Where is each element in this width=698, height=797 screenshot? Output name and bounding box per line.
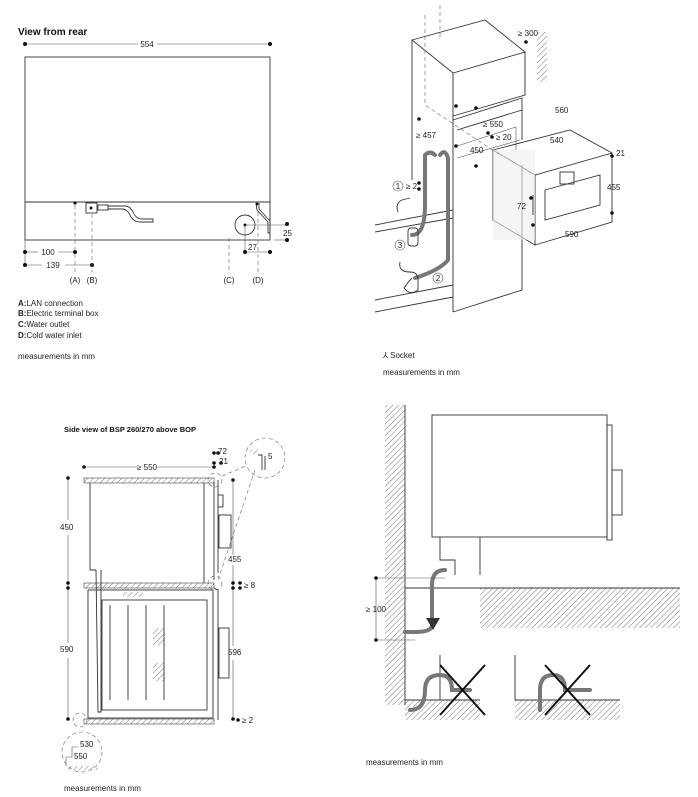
legend-text: Water outlet xyxy=(26,320,70,329)
dim-596: 596 xyxy=(228,648,242,657)
incorrect-drain-example-2 xyxy=(514,655,620,720)
rear-view-legend: A:LAN connection B:Electric terminal box… xyxy=(18,299,98,340)
dim-d-offset: 27 xyxy=(248,243,257,252)
legend-key: D: xyxy=(18,331,26,340)
dim-540: 540 xyxy=(550,136,564,145)
dim-b: 139 xyxy=(46,261,60,270)
dim-550: ≥ 550 xyxy=(137,463,158,472)
drain-arrow-icon xyxy=(426,618,440,630)
rear-view-drawing: View from rear 554 25 27 100 139 (A) (B)… xyxy=(18,27,292,361)
dim-a: 100 xyxy=(41,248,55,257)
dim-560: 560 xyxy=(555,106,569,115)
legend-key: B: xyxy=(18,309,26,318)
dim-455: 455 xyxy=(607,183,621,192)
drain-view-note: measurements in mm xyxy=(366,758,443,767)
dim-455: 455 xyxy=(228,555,242,564)
dim-457: ≥ 457 xyxy=(416,131,437,140)
socket-icon: ⅄ xyxy=(382,351,390,360)
dim-100: ≥ 100 xyxy=(366,605,387,614)
dim-72: 72 xyxy=(517,202,526,211)
svg-text:C:Water outlet: C:Water outlet xyxy=(18,320,70,329)
dim-590: 590 xyxy=(60,645,74,654)
legend-text: Electric terminal box xyxy=(26,309,98,318)
appliance-rear-outline xyxy=(24,56,271,241)
side-view-title: Side view of BSP 260/270 above BOP xyxy=(64,425,196,434)
dim-2: ≥ 2 xyxy=(406,182,418,191)
dim-2: ≥ 2 xyxy=(242,716,254,725)
drain-view-drawing: ≥ 100 measurements in mm xyxy=(366,405,680,767)
incorrect-drain-example-1 xyxy=(405,655,486,720)
marker-a: (A) xyxy=(70,276,81,285)
cross-icon xyxy=(439,664,486,716)
dim-590: 590 xyxy=(565,230,579,239)
legend-key: A: xyxy=(18,299,26,308)
marker-b: (B) xyxy=(87,276,98,285)
lan-connection-point xyxy=(73,201,77,205)
callout-3 xyxy=(394,239,406,251)
legend-key: C: xyxy=(18,320,26,329)
callout-1 xyxy=(392,180,404,192)
svg-text:B:Electric terminal box: B:Electric terminal box xyxy=(18,309,98,318)
svg-text:2: 2 xyxy=(436,274,441,283)
water-inlet-pipe-icon xyxy=(255,202,271,234)
iso-view-note: measurements in mm xyxy=(383,368,460,377)
marker-c: (C) xyxy=(223,276,234,285)
rear-view-note: measurements in mm xyxy=(18,352,95,361)
side-view-drawing: Side view of BSP 260/270 above BOP ≥ 550… xyxy=(60,425,286,793)
dim-21: 21 xyxy=(616,149,625,158)
dim-5: 5 xyxy=(268,452,273,461)
dim-550: ≥ 550 xyxy=(483,120,504,129)
terminal-box-icon xyxy=(85,202,98,214)
dim-d-height: 25 xyxy=(283,229,292,238)
marker-d: (D) xyxy=(252,276,263,285)
dim-550b: 550 xyxy=(74,752,88,761)
legend-text: LAN connection xyxy=(26,299,82,308)
svg-text:A:LAN connection: A:LAN connection xyxy=(18,299,83,308)
iso-view-drawing: 1 3 2 ≥ 300 560 ≥ 550 ≥ 20 540 21 ≥ 457 … xyxy=(374,5,625,377)
svg-text:3: 3 xyxy=(398,241,403,250)
rear-view-title: View from rear xyxy=(18,27,87,38)
dim-20: ≥ 20 xyxy=(496,133,512,142)
socket-legend: ⅄ Socket xyxy=(382,351,415,360)
svg-text:D:Cold water inlet: D:Cold water inlet xyxy=(18,331,82,340)
dim-450: 450 xyxy=(60,523,74,532)
dim-top-clearance: ≥ 300 xyxy=(518,29,539,38)
dim-21: 21 xyxy=(219,457,228,466)
dim-450: 450 xyxy=(470,146,484,155)
svg-text:1: 1 xyxy=(396,182,401,191)
callout-2 xyxy=(432,272,444,284)
dim-72: 72 xyxy=(218,447,227,456)
appliance-side-outline xyxy=(431,414,608,538)
dim-530: 530 xyxy=(80,740,94,749)
dim-width: 554 xyxy=(140,40,154,49)
legend-text: Cold water inlet xyxy=(26,331,82,340)
dim-8: ≥ 8 xyxy=(244,581,256,590)
side-view-note: measurements in mm xyxy=(64,784,141,793)
cross-icon xyxy=(544,664,591,716)
